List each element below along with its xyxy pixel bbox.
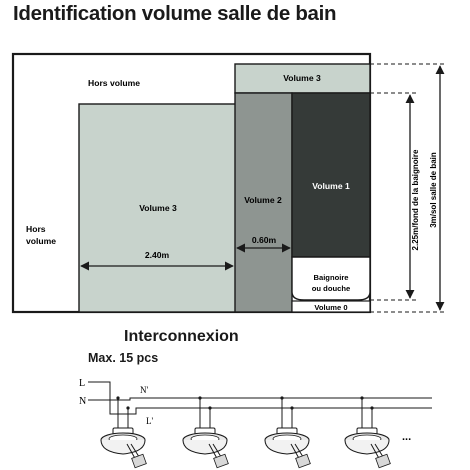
dim-225-label: 2.25m/fond de la baignoire xyxy=(411,149,420,250)
bathtub-shape xyxy=(291,256,371,301)
volume3-main-label: Volume 3 xyxy=(139,203,177,213)
wire-Lprime-label: L' xyxy=(146,416,153,426)
page-title: Identification volume salle de bain xyxy=(13,2,337,25)
max-count-note: Max. 15 pcs xyxy=(88,351,159,365)
hors-volume-top-label: Hors volume xyxy=(88,78,140,88)
more-lights-ellipsis: ... xyxy=(402,431,411,443)
wire-L xyxy=(88,381,111,400)
wire-Nprime-label: N' xyxy=(140,385,148,395)
volume2-label: Volume 2 xyxy=(244,195,282,205)
volume1-label: Volume 1 xyxy=(312,181,350,191)
downlight-icon xyxy=(264,427,311,469)
volume3-top-zone xyxy=(234,63,371,94)
hors-volume-left-label-2: volume xyxy=(26,236,56,246)
interconnection-title: Interconnexion xyxy=(124,328,239,345)
volume0-zone xyxy=(291,300,371,313)
bathtub-label-1: Baignoire xyxy=(313,273,348,282)
wire-Lprime-bus xyxy=(109,400,432,415)
volume3-top-label: Volume 3 xyxy=(283,73,321,83)
dim-240-label: 2.40m xyxy=(145,250,170,260)
volume2-zone xyxy=(234,92,293,313)
volume3-main-zone xyxy=(78,103,237,313)
downlight-icon xyxy=(182,427,229,469)
wire-Nprime-bus xyxy=(122,397,432,401)
wire-L-label: L xyxy=(79,378,85,389)
wire-junctions xyxy=(116,396,374,410)
downlight-icon xyxy=(344,427,391,469)
dim-3m-label: 3m/sol salle de bain xyxy=(429,152,438,228)
volume0-label: Volume 0 xyxy=(314,303,347,312)
downlight-icon xyxy=(100,427,147,469)
wire-N-label: N xyxy=(79,396,86,407)
bathtub-label-2: ou douche xyxy=(312,284,350,293)
dim-060-label: 0.60m xyxy=(252,235,277,245)
hors-volume-left-label-1: Hors xyxy=(26,224,46,234)
volume1-zone xyxy=(291,92,371,258)
